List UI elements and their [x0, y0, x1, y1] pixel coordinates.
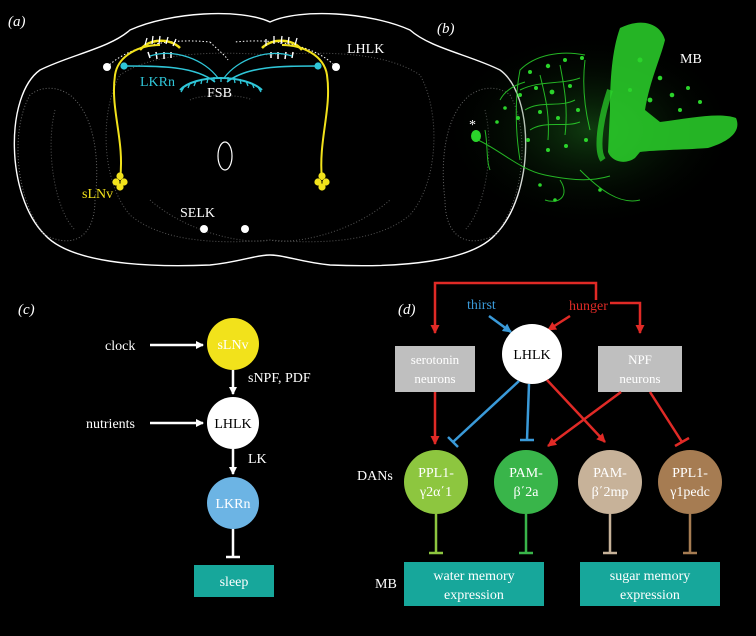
- pam-b2mp-label-2: β΄2mp: [592, 485, 629, 500]
- serotonin-box: [395, 346, 475, 392]
- pam-b2a-label-2: β΄2a: [514, 485, 540, 500]
- fsb-arc: [179, 77, 263, 91]
- sugar-label-2: expression: [620, 588, 680, 603]
- serotonin-label-2: neurons: [414, 371, 455, 386]
- lkrn-label-a: LKRn: [140, 75, 175, 90]
- slnv-somata-right: [314, 172, 330, 191]
- fsb-label: FSB: [207, 86, 232, 101]
- dorsal-terminals-right: [261, 35, 303, 60]
- central-brain: [105, 52, 435, 243]
- sugar-memory-box: [580, 562, 720, 606]
- clock-label: clock: [105, 339, 135, 354]
- lhlk-to-pam-b2a-inhibit: [525, 383, 531, 441]
- fsb-comb: [180, 77, 262, 93]
- panel-d: (d) hunger thirst serotonin neurons NPF …: [357, 281, 722, 606]
- nutrients-label: nutrients: [86, 417, 135, 432]
- ppl1a-node: [404, 450, 468, 514]
- mb-label-d: MB: [375, 577, 397, 592]
- npf-to-pam-b2a-arrow: [547, 390, 622, 448]
- sleep-box: [194, 565, 274, 597]
- lhlk-soma-left: [103, 63, 111, 71]
- selk-label: SELK: [180, 206, 215, 221]
- mushroom-body: [608, 22, 738, 162]
- ppl1b-node: [658, 450, 722, 514]
- neuron-arbors: [477, 52, 641, 202]
- lk-label: LK: [248, 452, 267, 467]
- left-optic-lobe: [17, 87, 98, 242]
- ppl1a-label-1: PPL1-: [418, 466, 454, 481]
- panel-b: (b): [437, 21, 740, 230]
- panel-c-label: (c): [18, 302, 35, 318]
- ppl1a-label-2: γ2α΄1: [419, 485, 452, 500]
- brain-outline: [13, 12, 527, 267]
- lhlk-label-a: LHLK: [347, 42, 384, 57]
- dorsal-terminals-left: [139, 35, 181, 60]
- pam-b2a-label-1: PAM-: [509, 466, 543, 481]
- sugar-label-1: sugar memory: [610, 569, 690, 584]
- selk-soma-right: [241, 225, 249, 233]
- esophagus: [217, 141, 233, 171]
- lhlk-soma-right: [332, 63, 340, 71]
- lhlk-node-label-d: LHLK: [513, 348, 550, 363]
- lkrn-node-label: LKRn: [216, 497, 251, 512]
- lhlk-node-d: [502, 324, 562, 384]
- confocal-image: [440, 22, 740, 230]
- lkrn-soma-right: [314, 62, 322, 70]
- panel-a: (a): [8, 12, 527, 267]
- npf-label-1: NPF: [628, 352, 652, 367]
- water-label-2: expression: [444, 588, 504, 603]
- hunger-to-npf-arrow: [610, 301, 645, 334]
- lhlk-node-c: [207, 397, 259, 449]
- npf-to-ppl1b-inhibit: [648, 391, 684, 443]
- dans-label: DANs: [357, 469, 393, 484]
- slnv-node-label: sLNv: [217, 338, 248, 353]
- ppl1b-label-1: PPL1-: [672, 466, 708, 481]
- snpf-label: sNPF, PDF: [248, 371, 311, 386]
- slnv-node: [207, 318, 259, 370]
- serotonin-label-1: serotonin: [411, 352, 460, 367]
- lhlk-to-pam-b2mp-arrow: [546, 379, 606, 443]
- asterisk-label: *: [469, 118, 476, 133]
- water-memory-box: [404, 562, 544, 606]
- pam-b2mp-node: [578, 450, 642, 514]
- slnv-somata-left: [112, 172, 128, 191]
- slnv-label-a: sLNv: [82, 187, 113, 202]
- hunger-to-lhlk-arrow: [547, 314, 571, 332]
- ppl1b-label-2: γ1pedc: [669, 485, 710, 500]
- thirst-to-lhlk-arrow: [488, 314, 512, 334]
- panel-d-label: (d): [398, 302, 416, 318]
- water-label-1: water memory: [433, 569, 514, 584]
- npf-label-2: neurons: [619, 371, 660, 386]
- soma: [471, 130, 481, 142]
- panel-c: (c) sLNv clock sNPF, PDF LHLK nutrients …: [18, 302, 311, 597]
- lkrn-axon-right: [226, 65, 319, 83]
- panel-b-label: (b): [437, 21, 455, 37]
- hunger-label: hunger: [569, 299, 608, 314]
- pam-b2mp-label-1: PAM-: [593, 466, 627, 481]
- sleep-label: sleep: [220, 575, 249, 590]
- npf-box: [598, 346, 682, 392]
- thirst-label: thirst: [467, 298, 496, 313]
- lkrn-node: [207, 477, 259, 529]
- mb-label-b: MB: [680, 52, 702, 67]
- lkrn-soma-left: [120, 62, 128, 70]
- lhlk-to-ppl1a-inhibit: [452, 380, 520, 443]
- hunger-to-serotonin-arrow: [430, 281, 598, 334]
- puncta: [495, 56, 702, 202]
- lhlk-node-label-c: LHLK: [214, 417, 251, 432]
- selk-soma-left: [200, 225, 208, 233]
- panel-a-label: (a): [8, 14, 26, 30]
- pam-b2a-node: [494, 450, 558, 514]
